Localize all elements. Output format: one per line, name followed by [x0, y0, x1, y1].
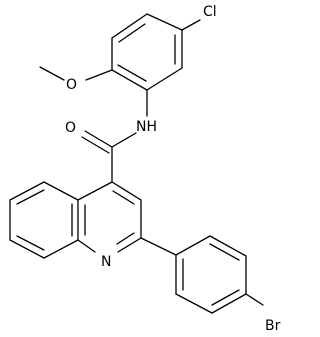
bond — [77, 239, 96, 253]
bond — [211, 289, 240, 306]
quinoline-nitrogen-label: N — [101, 254, 111, 270]
bond — [16, 235, 45, 251]
bond — [111, 181, 142, 201]
bond — [81, 136, 110, 154]
quinoline-benzo-ring — [9, 181, 79, 259]
bond — [118, 23, 146, 43]
quinoline-pyridine-ring — [77, 181, 142, 253]
bond — [84, 130, 113, 148]
bond — [117, 64, 147, 82]
bond — [111, 132, 137, 148]
structure-canvas: Cl O NH O N — [9, 4, 281, 334]
methoxy-oxygen-label: O — [66, 77, 77, 93]
bond — [146, 67, 183, 91]
bond — [117, 237, 142, 253]
bond — [116, 232, 135, 245]
carbonyl-oxygen-label: O — [65, 120, 76, 136]
bond — [112, 190, 135, 205]
bond — [209, 243, 240, 261]
bond — [140, 237, 177, 256]
bond — [175, 235, 211, 256]
bond — [146, 13, 183, 31]
bond — [111, 69, 148, 91]
bond — [181, 19, 201, 31]
bromophenyl-ring — [175, 235, 247, 314]
bond — [9, 181, 45, 201]
bond — [43, 239, 79, 259]
bromine-atom-label: Br — [265, 318, 281, 334]
amide-nh-label: NH — [136, 119, 157, 135]
bond — [39, 66, 65, 81]
methoxy-chloro-phenyl-ring — [111, 13, 183, 91]
bond — [16, 189, 45, 205]
bond — [85, 69, 113, 81]
bond — [245, 293, 264, 306]
bond — [9, 239, 45, 259]
bond — [111, 13, 148, 39]
molecule-diagram: Cl O NH O N — [9, 4, 281, 334]
bond — [211, 293, 247, 314]
bond — [77, 181, 113, 201]
bond — [175, 293, 213, 314]
chlorine-atom-label: Cl — [203, 4, 217, 20]
bond — [43, 181, 79, 201]
bond — [209, 235, 247, 257]
